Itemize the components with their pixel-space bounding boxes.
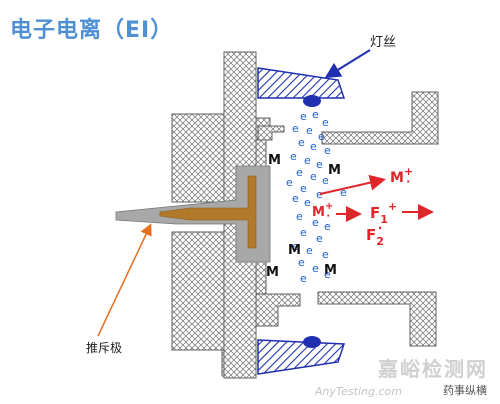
electron: e xyxy=(312,108,319,121)
housing-block-lower xyxy=(171,231,229,351)
fragment-radical: F2· xyxy=(366,221,384,248)
ion-paths xyxy=(319,174,434,222)
plate-lower xyxy=(255,293,301,327)
diagram-title: 电子电离（EI） xyxy=(10,18,174,43)
electron: e xyxy=(322,116,329,129)
electron: e xyxy=(300,110,307,123)
fragment-radical-dot: · xyxy=(378,221,383,235)
electron: e xyxy=(316,188,323,201)
electron: e xyxy=(306,244,313,257)
electron: e xyxy=(324,220,331,233)
fragment-subscript: 2 xyxy=(376,235,384,248)
electron: e xyxy=(296,210,303,223)
filament-arrow xyxy=(324,49,371,79)
neutral-molecules: M M M M M xyxy=(266,153,341,280)
watermark-account: 药事纵横 xyxy=(440,382,490,398)
repeller-arrow xyxy=(97,223,152,337)
watermark-site: AnyTesting.com xyxy=(314,385,402,398)
electron: e xyxy=(316,158,323,171)
electron: e xyxy=(316,232,323,245)
electron: e xyxy=(322,248,329,261)
ion-charge: + xyxy=(325,201,333,212)
electron-beam: e e e e e e e e e e e e e e e e e e e e … xyxy=(286,108,347,285)
electron: e xyxy=(312,262,319,275)
housing-block-upper xyxy=(171,113,229,203)
electron: e xyxy=(286,176,293,189)
molecule: M xyxy=(324,263,337,278)
electron: e xyxy=(298,256,305,269)
filament-upper xyxy=(257,67,346,99)
electron: e xyxy=(324,268,331,281)
molecular-ion-center: M+· xyxy=(312,201,333,222)
electron: e xyxy=(322,174,329,187)
electron: e xyxy=(290,150,297,163)
ion-arrow-upper xyxy=(319,174,386,195)
watermark-main: 嘉峪检测网 xyxy=(378,357,488,381)
electron: e xyxy=(292,192,299,205)
filament-lower xyxy=(257,339,346,375)
ion-charge: + xyxy=(404,165,413,178)
electron: e xyxy=(300,182,307,195)
electron: e xyxy=(312,216,319,229)
filament-label: 灯丝 xyxy=(370,35,396,50)
electron: e xyxy=(310,170,317,183)
electron: e xyxy=(300,226,307,239)
molecule: M xyxy=(328,163,341,178)
electrode-right-upper xyxy=(321,91,439,145)
molecule: M xyxy=(288,243,301,258)
electron: e xyxy=(304,154,311,167)
electron: e xyxy=(306,124,313,137)
fragment-base: F xyxy=(370,204,380,222)
electron: e xyxy=(296,166,303,179)
filament-emitter-lower xyxy=(303,336,321,348)
molecule: M xyxy=(268,153,281,168)
electron: e xyxy=(292,122,299,135)
fragment-base: F xyxy=(366,226,376,244)
fragment-charge: + xyxy=(388,200,397,213)
electron: e xyxy=(300,272,307,285)
electron: e xyxy=(340,186,347,199)
ion-base: M xyxy=(312,205,325,220)
repeller-core xyxy=(159,175,257,249)
electron: e xyxy=(310,140,317,153)
electrode-right-lower xyxy=(317,291,437,347)
ion-base: M xyxy=(390,170,404,186)
molecular-ion-upper: M+· xyxy=(390,165,413,188)
electron: e xyxy=(298,136,305,149)
electron: e xyxy=(318,130,325,143)
ion-radical-dot: · xyxy=(326,211,330,222)
ion-radical-dot: · xyxy=(406,175,410,188)
repeller-label: 推斥极 xyxy=(86,341,122,355)
fragment-subscript: 1 xyxy=(380,213,388,226)
electron: e xyxy=(292,240,299,253)
molecule: M xyxy=(266,265,279,280)
filament-emitter-upper xyxy=(303,95,321,107)
plate-upper xyxy=(257,125,285,141)
fragment-ion: F1+ xyxy=(370,200,397,226)
electron: e xyxy=(324,144,331,157)
electron: e xyxy=(304,196,311,209)
